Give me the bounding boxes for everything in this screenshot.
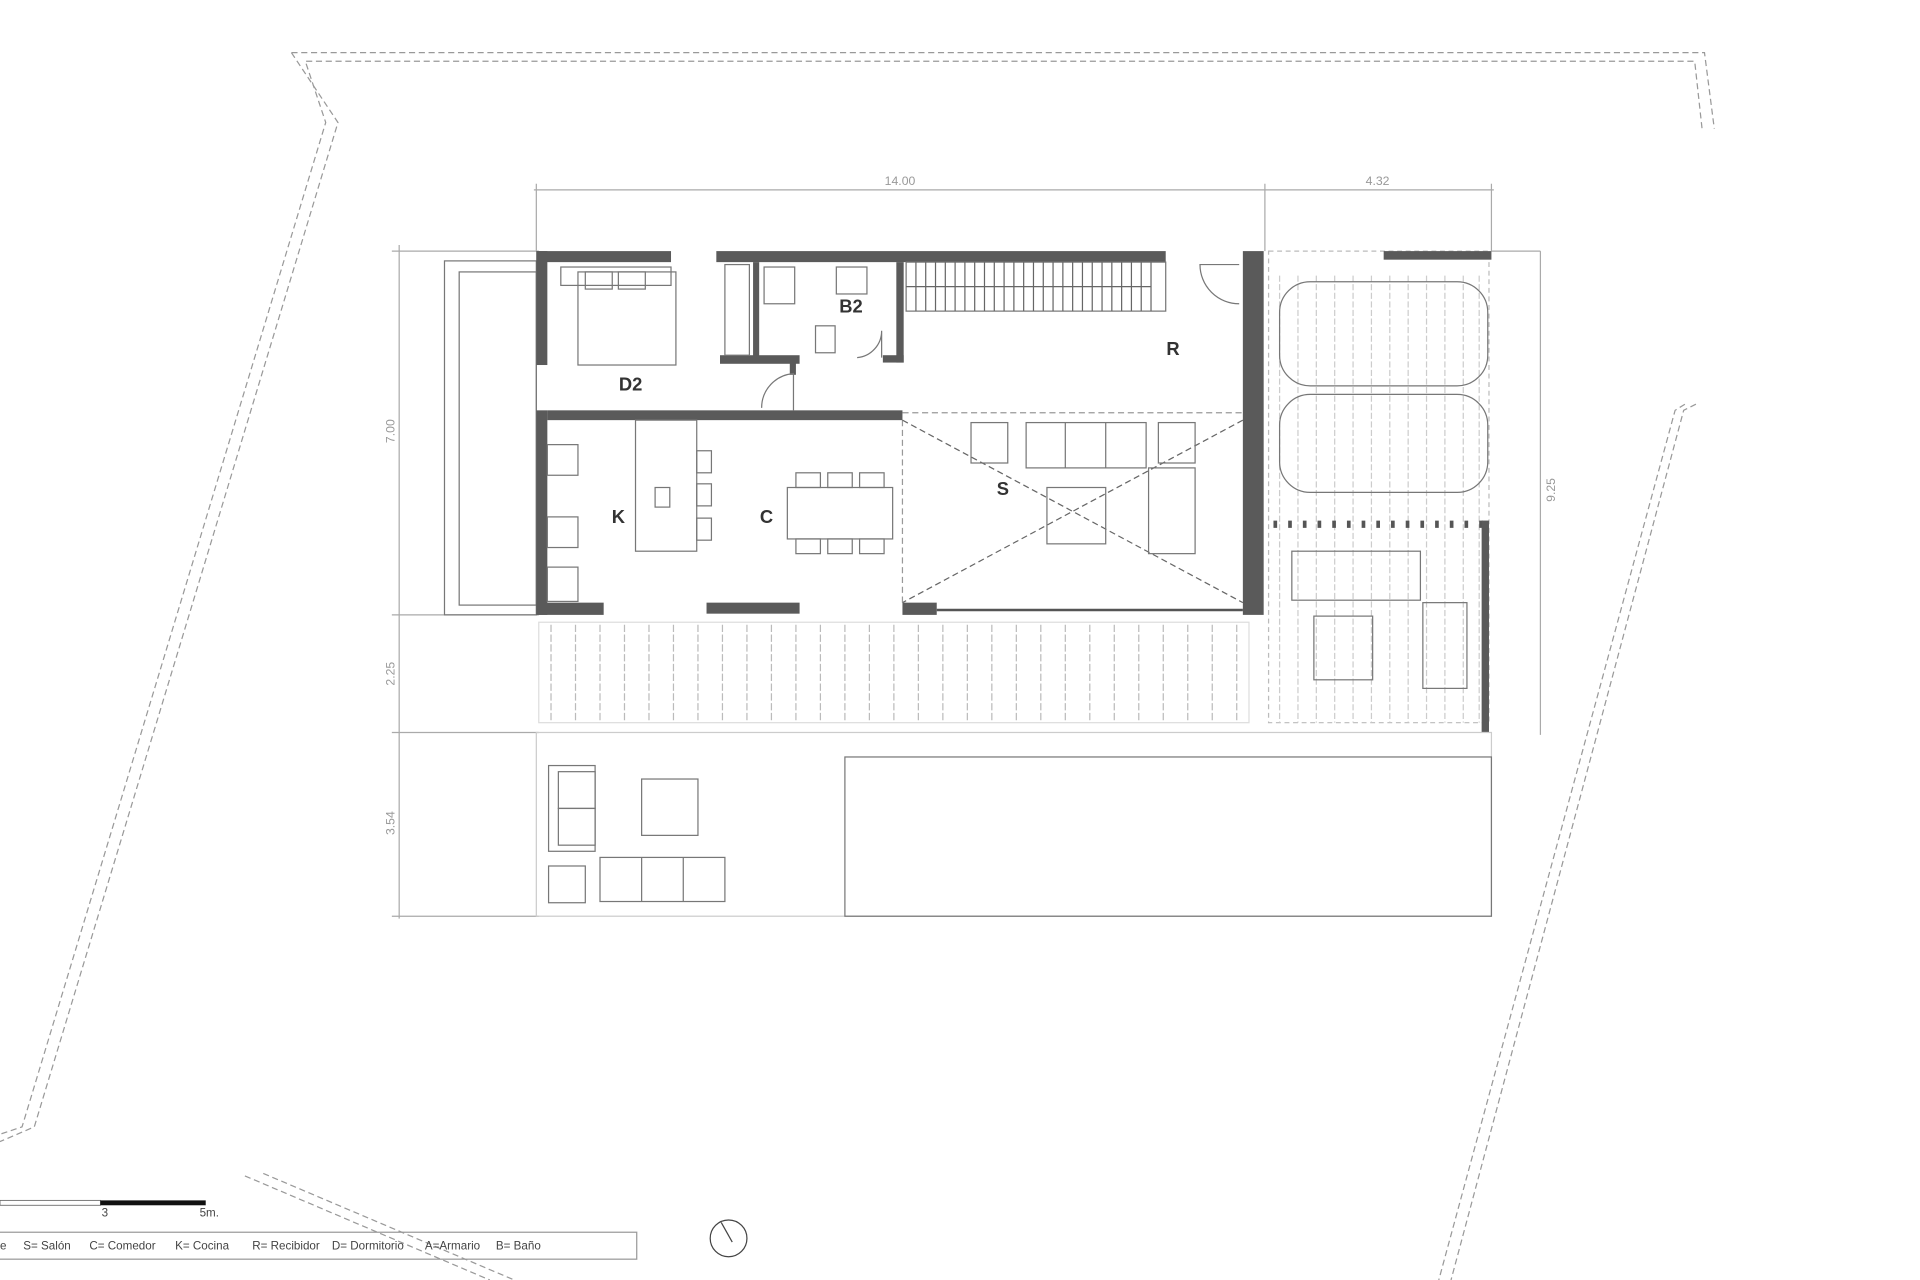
legend: e S= Salón C= Comedor K= Cocina R= Recib… [0,1239,541,1252]
scale-bar [0,1199,206,1206]
scale-mid-label: 3 [102,1206,108,1219]
legend-item: B= Baño [496,1239,541,1252]
furniture [546,263,1196,603]
front-deck [538,621,1250,724]
balcony [443,260,537,616]
dimension-lines [391,183,1542,919]
garden-furniture [547,764,726,904]
room-label-c: C [760,506,773,527]
dim-left-deck: 2.25 [383,662,397,686]
legend-item: K= Cocina [175,1239,229,1252]
dim-top-main: 14.00 [885,174,916,188]
plot-boundary [0,52,1715,1280]
room-label-k: K [612,506,626,527]
room-label-d2: D2 [619,374,642,395]
interior-lines [761,261,1244,612]
pool [844,756,1493,917]
legend-item: S= Salón [23,1239,71,1252]
room-label-b2: B2 [839,295,862,316]
room-label-r: R [1166,338,1179,359]
legend-item: R= Recibidor [252,1239,320,1252]
legend-item: D= Dormitorio [332,1239,404,1252]
legend-item: C= Comedor [89,1239,155,1252]
legend-box [0,1231,638,1260]
garden [535,731,1493,917]
room-label-s: S [997,478,1009,499]
scale-end-label: 5m. [200,1206,219,1219]
dim-top-side: 4.32 [1366,174,1390,188]
side-terrace [1267,250,1492,733]
walls [536,251,1264,615]
dim-left-house: 7.00 [383,419,397,443]
dim-right-total: 9.25 [1544,478,1558,502]
legend-item: A=Armario [425,1239,480,1252]
legend-item: e [0,1239,6,1252]
dim-left-garden: 3.54 [383,811,397,835]
north-arrow-icon [709,1219,748,1258]
